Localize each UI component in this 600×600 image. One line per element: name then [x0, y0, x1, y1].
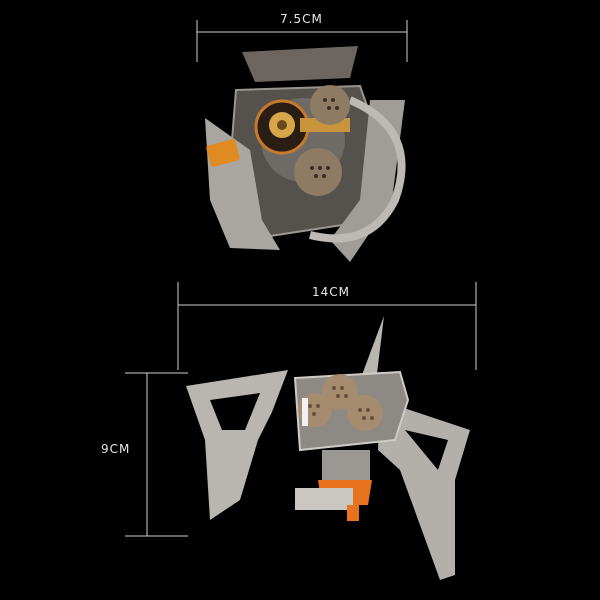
- bottom-width-label: 14CM: [312, 285, 351, 299]
- top-width-label: 7.5CM: [280, 12, 323, 26]
- stove-top-view: [205, 46, 406, 262]
- bottom-height-label: 9CM: [101, 442, 131, 456]
- dimension-lines: [125, 20, 477, 537]
- stove-side-view: [186, 316, 470, 580]
